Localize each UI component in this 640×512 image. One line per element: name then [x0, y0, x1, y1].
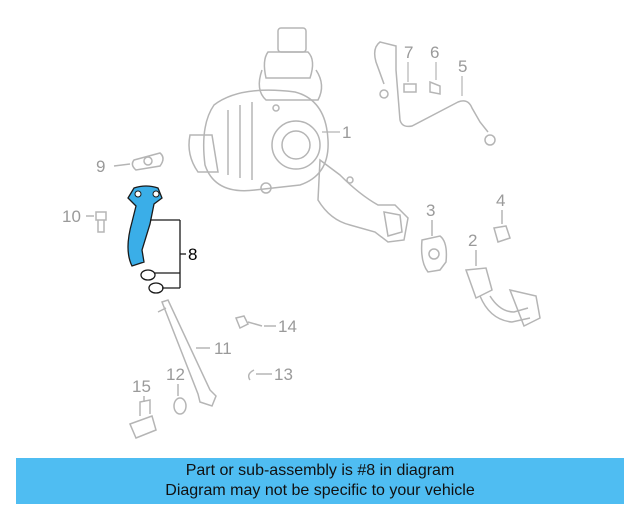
- pipe-2: [464, 250, 541, 328]
- callout-1: 1: [342, 123, 351, 142]
- gasket-9: [113, 152, 164, 171]
- callout-2: 2: [468, 231, 477, 250]
- banner-line-1: Part or sub-assembly is #8 in diagram: [185, 462, 455, 479]
- callout-14: 14: [278, 317, 297, 336]
- bolt-15: [128, 396, 157, 439]
- callout-bracket-8: [150, 219, 186, 289]
- turbocharger: [188, 27, 409, 243]
- highlighted-pipe-8[interactable]: [127, 185, 163, 267]
- info-banner: Part or sub-assembly is #8 in diagram Di…: [16, 458, 624, 504]
- callout-5: 5: [458, 57, 467, 76]
- callout-13: 13: [274, 365, 293, 384]
- callout-9: 9: [96, 157, 105, 176]
- oil-line-bolts: [373, 41, 496, 146]
- callout-6: 6: [430, 43, 439, 62]
- callout-11: 11: [214, 339, 232, 358]
- leader-lines: [322, 62, 463, 133]
- bolt-10: [86, 211, 107, 233]
- tube-11: [157, 299, 217, 407]
- clip-13: [247, 369, 272, 381]
- gasket-3: [420, 220, 448, 273]
- callout-4: 4: [496, 191, 505, 210]
- oring-12: [173, 384, 187, 415]
- banner-line-2: Diagram may not be specific to your vehi…: [165, 482, 475, 499]
- callout-12: 12: [166, 365, 185, 384]
- callout-7: 7: [404, 43, 413, 62]
- callout-15: 15: [132, 377, 151, 396]
- bolt-14: [234, 315, 276, 330]
- callout-10: 10: [62, 207, 81, 226]
- nut-4: [493, 210, 511, 243]
- callout-3: 3: [426, 201, 435, 220]
- callout-8: 8: [188, 245, 197, 264]
